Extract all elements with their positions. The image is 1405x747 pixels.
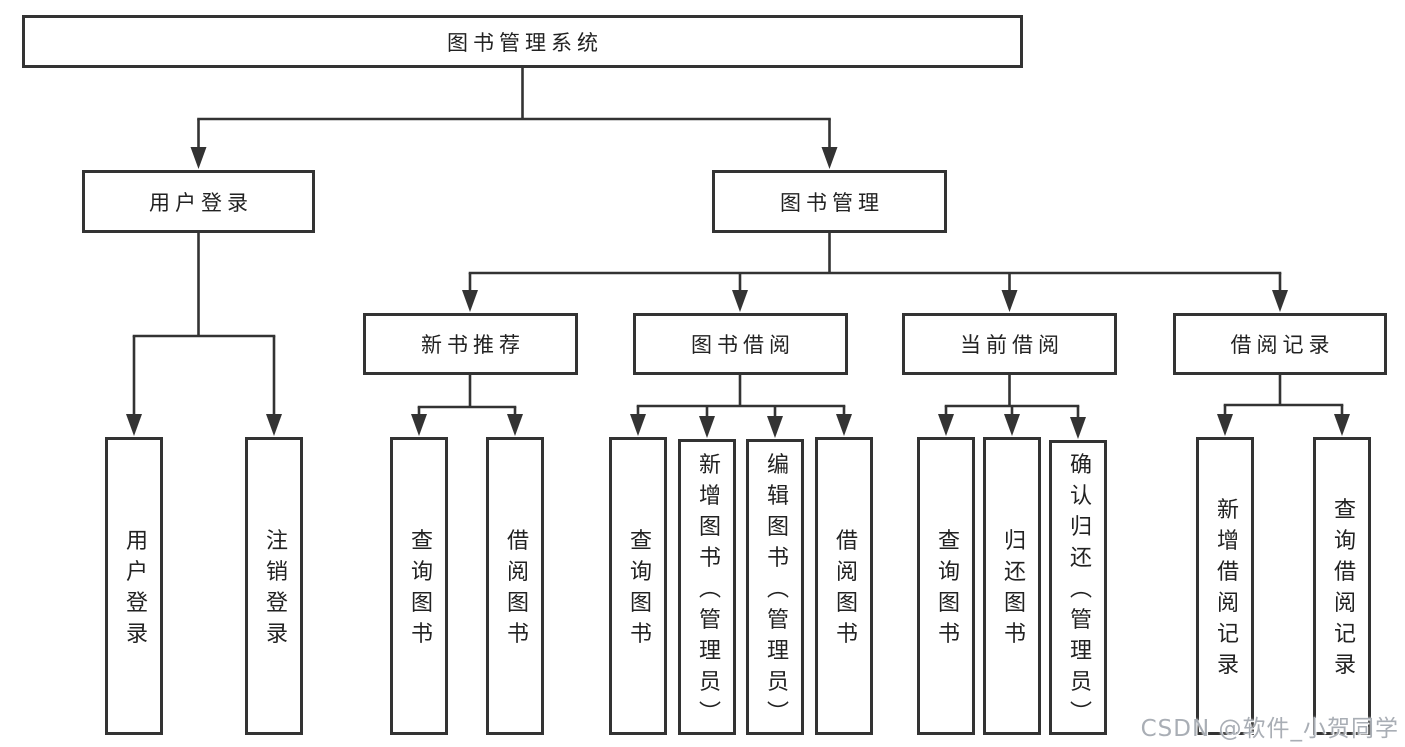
leaf-query-books-2-label: 查询图书 bbox=[626, 528, 651, 653]
leaf-borrow-books-1: 借阅图书 bbox=[486, 437, 544, 735]
leaf-logout-label: 注销登录 bbox=[262, 528, 287, 653]
leaf-query-books-3: 查询图书 bbox=[917, 437, 975, 735]
leaf-user-login: 用户登录 bbox=[105, 437, 163, 735]
node-borrow-records: 借阅记录 bbox=[1173, 313, 1387, 375]
node-user-login-label: 用户登录 bbox=[149, 190, 253, 215]
node-current-borrow: 当前借阅 bbox=[902, 313, 1117, 375]
leaf-query-books-2: 查询图书 bbox=[609, 437, 667, 735]
leaf-borrow-books-2-label: 借阅图书 bbox=[832, 528, 857, 653]
leaf-add-borrow-record-label: 新增借阅记录 bbox=[1213, 497, 1238, 684]
leaf-return-book-label: 归还图书 bbox=[1000, 528, 1025, 653]
leaf-query-borrow-record: 查询借阅记录 bbox=[1313, 437, 1371, 735]
node-root-label: 图书管理系统 bbox=[447, 30, 603, 55]
node-book-borrow: 图书借阅 bbox=[633, 313, 848, 375]
leaf-query-borrow-record-label: 查询借阅记录 bbox=[1330, 497, 1355, 684]
node-current-borrow-label: 当前借阅 bbox=[960, 333, 1064, 357]
leaf-query-books-1-label: 查询图书 bbox=[407, 528, 432, 653]
leaf-borrow-books-2: 借阅图书 bbox=[815, 437, 873, 735]
leaf-add-book-admin-label: 新增图书（管理员） bbox=[695, 452, 720, 731]
leaf-edit-book-admin: 编辑图书（管理员） bbox=[746, 439, 804, 735]
node-new-book-recommend: 新书推荐 bbox=[363, 313, 578, 375]
leaf-borrow-books-1-label: 借阅图书 bbox=[503, 528, 528, 653]
node-book-management-label: 图书管理 bbox=[780, 190, 884, 215]
leaf-user-login-label: 用户登录 bbox=[122, 528, 147, 653]
node-new-book-recommend-label: 新书推荐 bbox=[421, 333, 525, 357]
leaf-logout: 注销登录 bbox=[245, 437, 303, 735]
watermark: CSDN @软件_小贺同学 bbox=[1140, 716, 1399, 742]
node-borrow-records-label: 借阅记录 bbox=[1230, 333, 1335, 357]
leaf-edit-book-admin-label: 编辑图书（管理员） bbox=[763, 452, 788, 731]
leaf-return-book: 归还图书 bbox=[983, 437, 1041, 735]
leaf-query-books-3-label: 查询图书 bbox=[934, 528, 959, 653]
leaf-confirm-return-admin-label: 确认归还（管理员） bbox=[1066, 452, 1091, 732]
leaf-confirm-return-admin: 确认归还（管理员） bbox=[1049, 440, 1107, 735]
node-user-login: 用户登录 bbox=[82, 170, 315, 233]
leaf-query-books-1: 查询图书 bbox=[390, 437, 448, 735]
leaf-add-borrow-record: 新增借阅记录 bbox=[1196, 437, 1254, 735]
node-book-borrow-label: 图书借阅 bbox=[691, 333, 795, 357]
node-book-management: 图书管理 bbox=[712, 170, 947, 233]
node-root: 图书管理系统 bbox=[22, 15, 1023, 68]
leaf-add-book-admin: 新增图书（管理员） bbox=[678, 439, 736, 735]
